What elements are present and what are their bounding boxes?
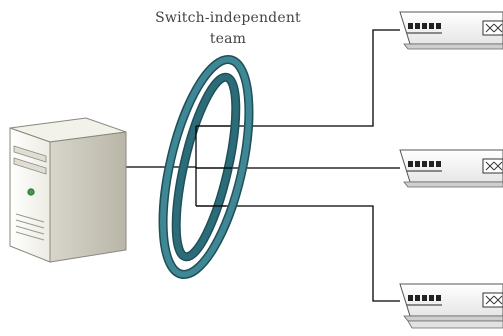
network-switch-icon-middle: [399, 149, 503, 188]
team-label: Switch-independent team: [128, 8, 328, 50]
link-to-switch-top: [196, 29, 400, 127]
team-label-line-1: Switch-independent: [155, 10, 301, 26]
server-icon: [9, 117, 127, 263]
team-label-line-2: team: [209, 31, 247, 47]
link-to-switch-bottom: [196, 205, 400, 302]
network-switch-icon-top: [399, 11, 503, 50]
nic-team-ring-icon: [158, 55, 254, 279]
network-switch-icon-bottom: [399, 283, 503, 329]
